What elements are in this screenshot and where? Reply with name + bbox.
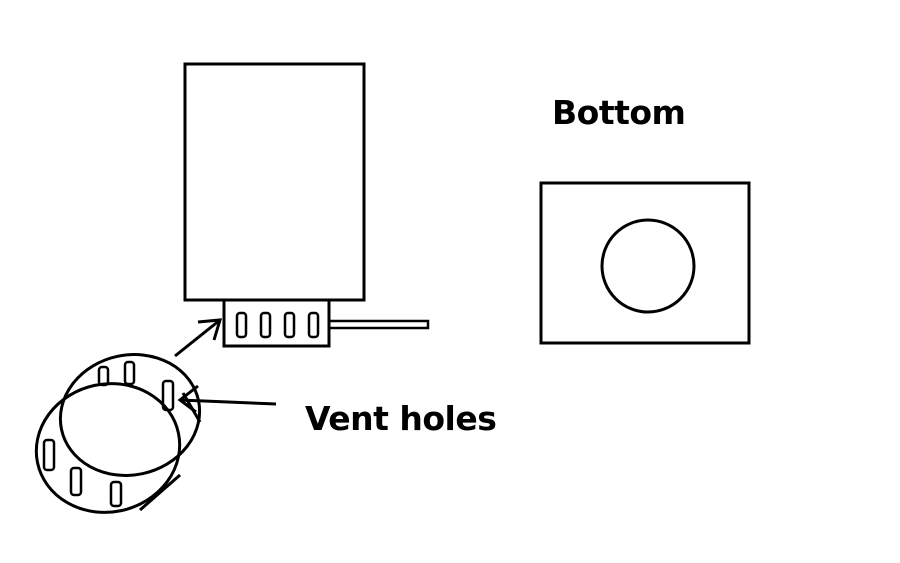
base-vent-slot: [283, 311, 296, 339]
base-vent-slot: [307, 311, 320, 339]
cylinder-vent-slot: [69, 466, 83, 497]
cylinder-vent-slot: [123, 360, 136, 386]
base-vent-slot: [259, 311, 272, 339]
cylinder-vent-slot: [109, 480, 123, 508]
base-vent-slots: [235, 311, 320, 339]
bottom-view-box: [539, 181, 751, 345]
vent-cylinder: [34, 353, 202, 514]
vent-holes-label: Vent holes: [305, 399, 496, 438]
cylinder-vent-slot: [161, 379, 175, 412]
bottom-label: Bottom: [552, 93, 685, 132]
pointer-arrow-vent-holes: [177, 384, 277, 414]
cylinder-front-ellipse: [34, 382, 182, 514]
pointer-arrow-to-base: [174, 318, 223, 358]
bottom-view-circle: [600, 218, 696, 314]
vent-base: [222, 300, 331, 348]
cylinder-side-line: [139, 473, 181, 512]
cylinder-vent-slot: [97, 365, 110, 387]
cylinder-back-ellipse: [58, 353, 202, 477]
cylinder-vent-slot: [42, 438, 56, 472]
cable: [327, 319, 430, 330]
base-vent-slot: [235, 311, 248, 339]
device-body: [183, 62, 366, 302]
